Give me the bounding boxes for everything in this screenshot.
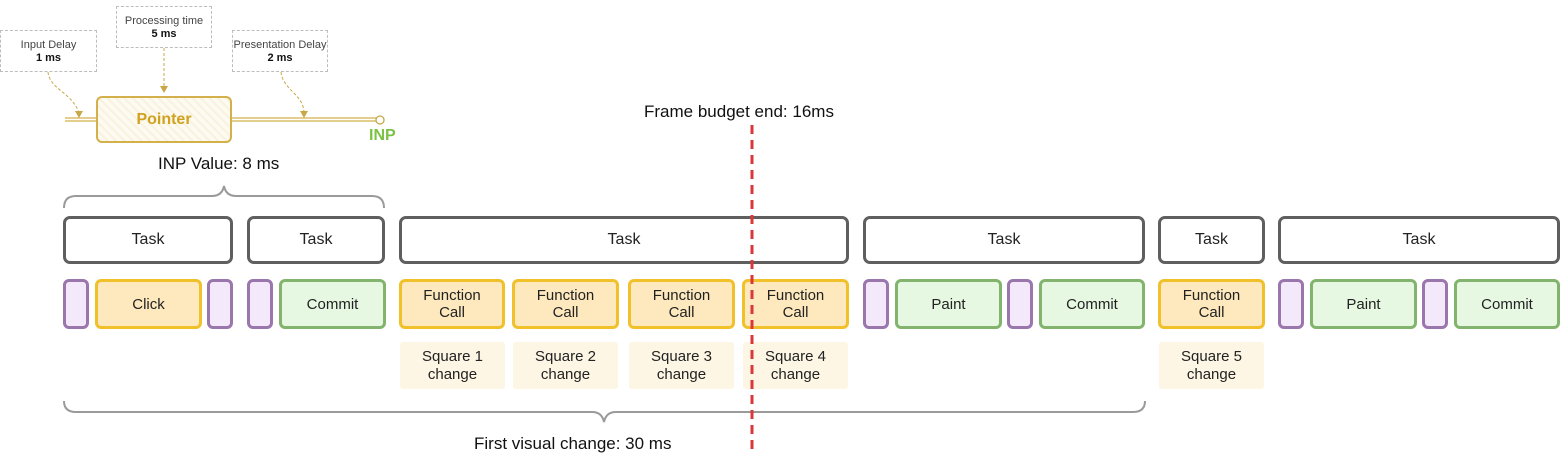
inp-label: INP [369, 127, 396, 144]
square-change-label: Square 4 change [743, 342, 848, 389]
input-delay-block [63, 279, 89, 329]
presentation-delay-block [207, 279, 233, 329]
phase-block [1422, 279, 1448, 329]
paint-block: Paint [895, 279, 1002, 329]
phase-block [1007, 279, 1033, 329]
presentation-delay-callout: Presentation Delay 2 ms [232, 30, 328, 72]
processing-time-value: 5 ms [151, 28, 177, 40]
square-change-label: Square 1 change [400, 342, 505, 389]
square-change-label: Square 5 change [1159, 342, 1264, 389]
task-1: Task [63, 216, 233, 264]
first-visual-change-label: First visual change: 30 ms [474, 434, 672, 453]
frame-budget-label: Frame budget end: 16ms [644, 102, 834, 121]
task-3: Task [399, 216, 849, 264]
function-call-block: Function Call [1158, 279, 1265, 329]
phase-block [247, 279, 273, 329]
input-delay-value: 1 ms [35, 52, 62, 64]
input-delay-callout: Input Delay 1 ms [0, 30, 97, 72]
task-2: Task [247, 216, 385, 264]
pointer-block: Pointer [96, 96, 232, 143]
inp-value-label: INP Value: 8 ms [158, 154, 280, 173]
task-4: Task [863, 216, 1145, 264]
function-call-block: Function Call [628, 279, 735, 329]
phase-block [863, 279, 889, 329]
paint-block: Paint [1310, 279, 1417, 329]
inp-endpoint-marker [375, 115, 385, 125]
presentation-delay-value: 2 ms [267, 52, 293, 64]
commit-block: Commit [1039, 279, 1145, 329]
function-call-block: Function Call [742, 279, 849, 329]
first-visual-change-brace [63, 400, 1146, 423]
function-call-block: Function Call [399, 279, 505, 329]
presentation-delay-label: Presentation Delay [233, 39, 327, 51]
processing-time-label: Processing time [124, 15, 204, 27]
commit-block: Commit [279, 279, 386, 329]
click-block: Click [95, 279, 202, 329]
commit-block: Commit [1454, 279, 1560, 329]
task-6: Task [1278, 216, 1560, 264]
function-call-block: Function Call [512, 279, 619, 329]
phase-block [1278, 279, 1304, 329]
square-change-label: Square 3 change [629, 342, 734, 389]
processing-time-callout: Processing time 5 ms [116, 6, 212, 48]
input-delay-label: Input Delay [20, 39, 77, 51]
square-change-label: Square 2 change [513, 342, 618, 389]
task-5: Task [1158, 216, 1265, 264]
inp-brace [63, 185, 385, 209]
